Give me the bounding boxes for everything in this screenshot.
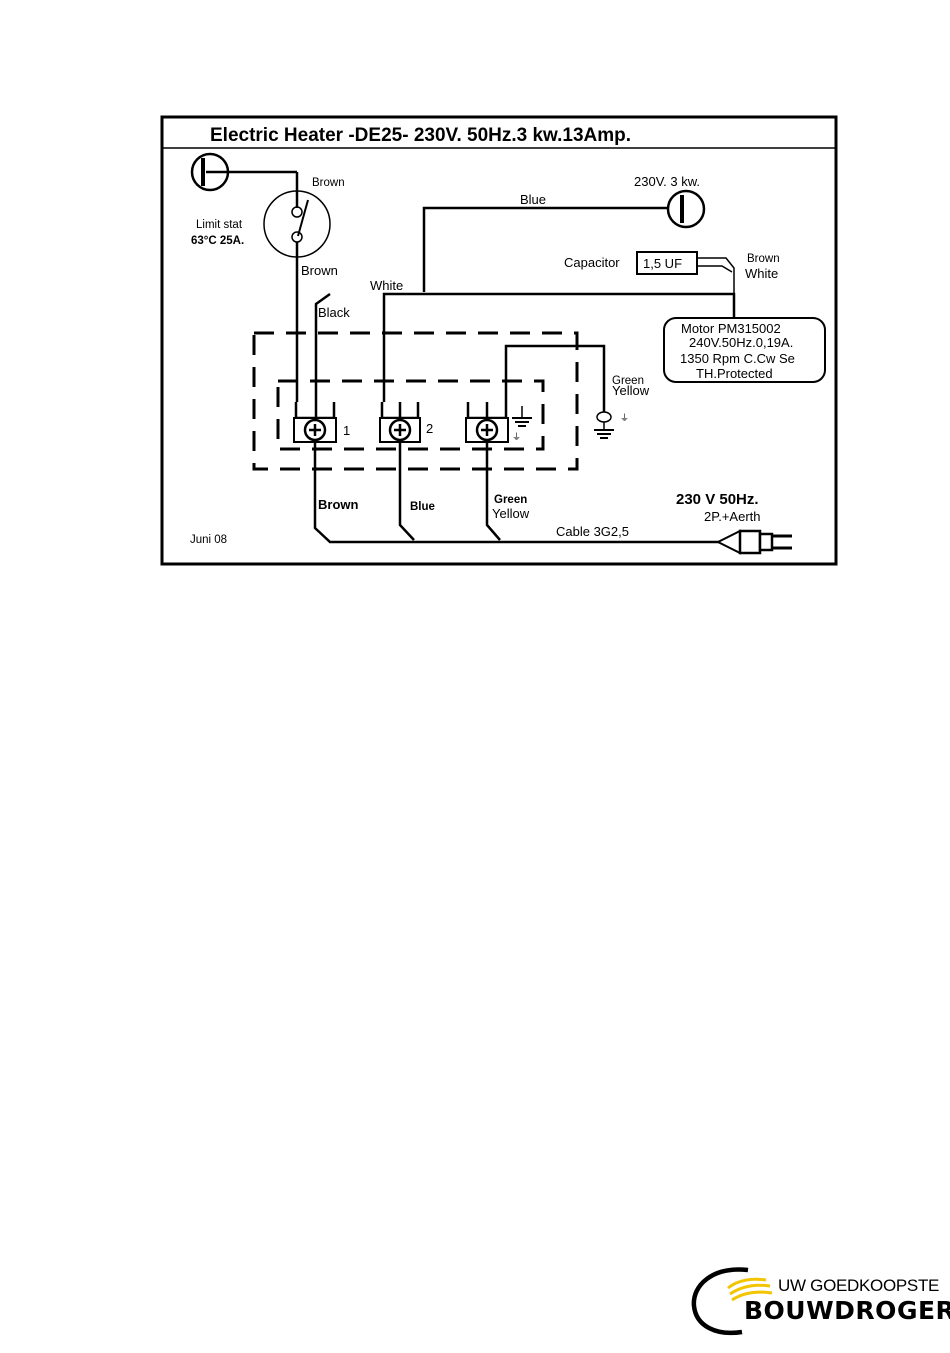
supply-terminal-left-icon [190, 152, 297, 192]
logo-swoosh-icon [691, 1267, 773, 1336]
svg-text:⏚: ⏚ [620, 413, 629, 423]
inner-housing-outline [276, 379, 545, 451]
wire-label-blue-bottom: Blue [410, 501, 435, 513]
wire-label-yellow-bottom: Yellow [492, 506, 530, 521]
supply-label: 230V. 3 kw. [634, 174, 700, 189]
capacitor-label: Capacitor [564, 255, 620, 270]
power-rating: 230 V 50Hz. [676, 491, 759, 508]
capacitor-value: 1,5 UF [643, 256, 682, 271]
motor-box [663, 317, 826, 383]
wire-label-black: Black [318, 305, 350, 320]
supply-terminal-right-icon [666, 189, 706, 229]
wire-label-green-right: Green [612, 375, 644, 387]
power-poles: 2P.+Aerth [704, 509, 761, 524]
svg-text:⏚: ⏚ [512, 432, 521, 442]
logo-brand: BOUWDROGER [744, 1296, 950, 1325]
wire-label-blue-top: Blue [520, 192, 546, 207]
company-logo: UW GOEDKOOPSTE BOUWDROGER [690, 1264, 950, 1339]
motor-line-4: TH.Protected [696, 366, 773, 381]
wire-label-brown-mid: Brown [301, 263, 338, 278]
wire-label-green-bottom: Green [494, 494, 527, 506]
power-plug-icon [715, 529, 792, 555]
earth-ground-icon-terminal: ⏚ [512, 406, 532, 442]
motor-line-1: Motor PM315002 [681, 321, 781, 336]
wire-label-brown-bottom: Brown [318, 497, 359, 512]
diagram-title: Electric Heater -DE25- 230V. 50Hz.3 kw.1… [210, 125, 631, 146]
terminal-1 [293, 402, 337, 443]
terminal-2-label: 2 [426, 421, 433, 436]
cap-wire-label-white: White [745, 266, 778, 281]
cap-wire-label-brown: Brown [747, 253, 780, 265]
wire-label-yellow-right: Yellow [612, 383, 650, 398]
wire-label-brown-top: Brown [312, 177, 345, 189]
limit-stat-rating: 63°C 25A. [191, 235, 244, 247]
outer-housing-outline [252, 331, 579, 471]
limit-stat-label: Limit stat [196, 219, 243, 231]
motor-line-3: 1350 Rpm C.Cw Se [680, 351, 795, 366]
cable-label: Cable 3G2,5 [556, 524, 629, 539]
wire-label-white: White [370, 278, 403, 293]
capacitor-icon [636, 251, 698, 275]
diagram-date: Juni 08 [190, 534, 227, 546]
motor-line-2: 240V.50Hz.0,19A. [689, 335, 793, 350]
logo-tagline: UW GOEDKOOPSTE [778, 1276, 940, 1295]
terminal-1-label: 1 [343, 423, 350, 438]
earth-ground-icon-right: ⏚ [594, 411, 629, 439]
terminal-earth [465, 402, 509, 443]
